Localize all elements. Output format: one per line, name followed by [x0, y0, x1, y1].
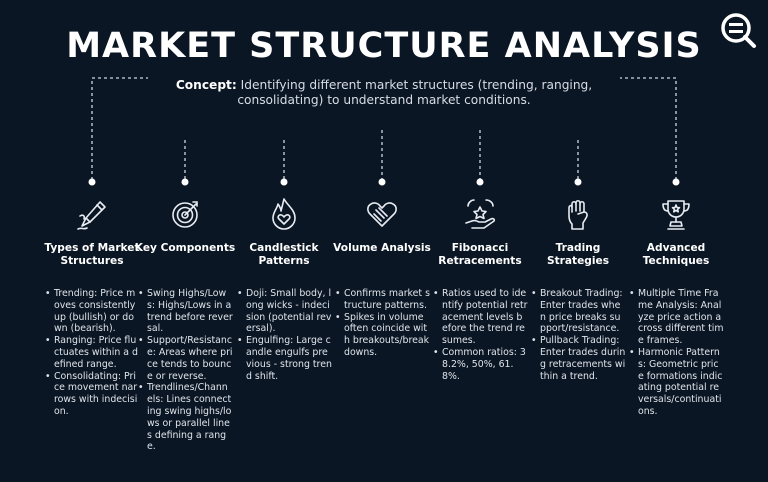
list-item: Trendlines/Channels: Lines connecting sw… [138, 382, 233, 453]
connector-dots [88, 178, 680, 186]
list-item: Trending: Price moves consistently up (b… [45, 288, 140, 335]
list-item: Common ratios: 38.2%, 50%, 61.8%. [433, 347, 528, 382]
page-title: MARKET STRUCTURE ANALYSIS [66, 26, 702, 66]
handshake-icon [367, 202, 397, 227]
column-heading: Advanced Techniques [642, 242, 710, 267]
list-item: Doji: Small body, long wicks - indecisio… [237, 288, 332, 335]
eq-search-logo-icon [721, 13, 756, 48]
column-heading: Types of Market Structures [44, 242, 140, 267]
list-item: Pullback Trading: Enter trades during re… [531, 335, 626, 382]
column-heading: Volume Analysis [333, 242, 431, 254]
list-item: Ranging: Price fluctuates within a defin… [45, 335, 140, 370]
list-item: Breakout Trading: Enter trades when pric… [531, 288, 626, 335]
column-list: Ratios used to identify potential retrac… [432, 288, 528, 382]
list-item: Engulfing: Large candle engulfs previous… [237, 335, 332, 382]
column-list: Swing Highs/Lows: Highs/Lows in a trend … [137, 288, 233, 453]
list-item: Support/Resistance: Areas where price te… [138, 335, 233, 382]
list-item: Swing Highs/Lows: Highs/Lows in a trend … [138, 288, 233, 335]
list-item: Multiple Time Frame Analysis: Analyze pr… [629, 288, 724, 347]
fist-icon [568, 199, 588, 230]
list-item: Harmonic Patterns: Geometric price forma… [629, 347, 724, 418]
column-heading: Fibonacci Retracements [438, 242, 522, 267]
list-item: Ratios used to identify potential retrac… [433, 288, 528, 347]
column-heading: Trading Strategies [546, 242, 610, 267]
column-list: Doji: Small body, long wicks - indecisio… [236, 288, 332, 382]
list-item: Confirms market structure patterns. [335, 288, 430, 312]
list-item: Spikes in volume often coincide with bre… [335, 312, 430, 359]
column-list: Breakout Trading: Enter trades when pric… [530, 288, 626, 382]
trophy-icon [662, 200, 690, 230]
column-list: Confirms market structure patterns. Spik… [334, 288, 430, 359]
concept-text: Concept: Identifying different market st… [170, 78, 598, 108]
list-item: Consolidating: Price movement narrows wi… [45, 371, 140, 418]
pen-writing-icon [77, 201, 106, 230]
column-list: Multiple Time Frame Analysis: Analyze pr… [628, 288, 724, 418]
column-list: Trending: Price moves consistently up (b… [44, 288, 140, 418]
target-icon [172, 201, 198, 228]
connector-lines [88, 77, 680, 186]
column-heading: Key Components [134, 242, 236, 254]
concept-label: Concept: [175, 78, 237, 92]
concept-body: Identifying different market structures … [236, 78, 593, 107]
column-heading: Candlestick Patterns [249, 242, 319, 267]
flame-heart-icon [272, 198, 296, 230]
hand-star-icon [465, 199, 496, 229]
